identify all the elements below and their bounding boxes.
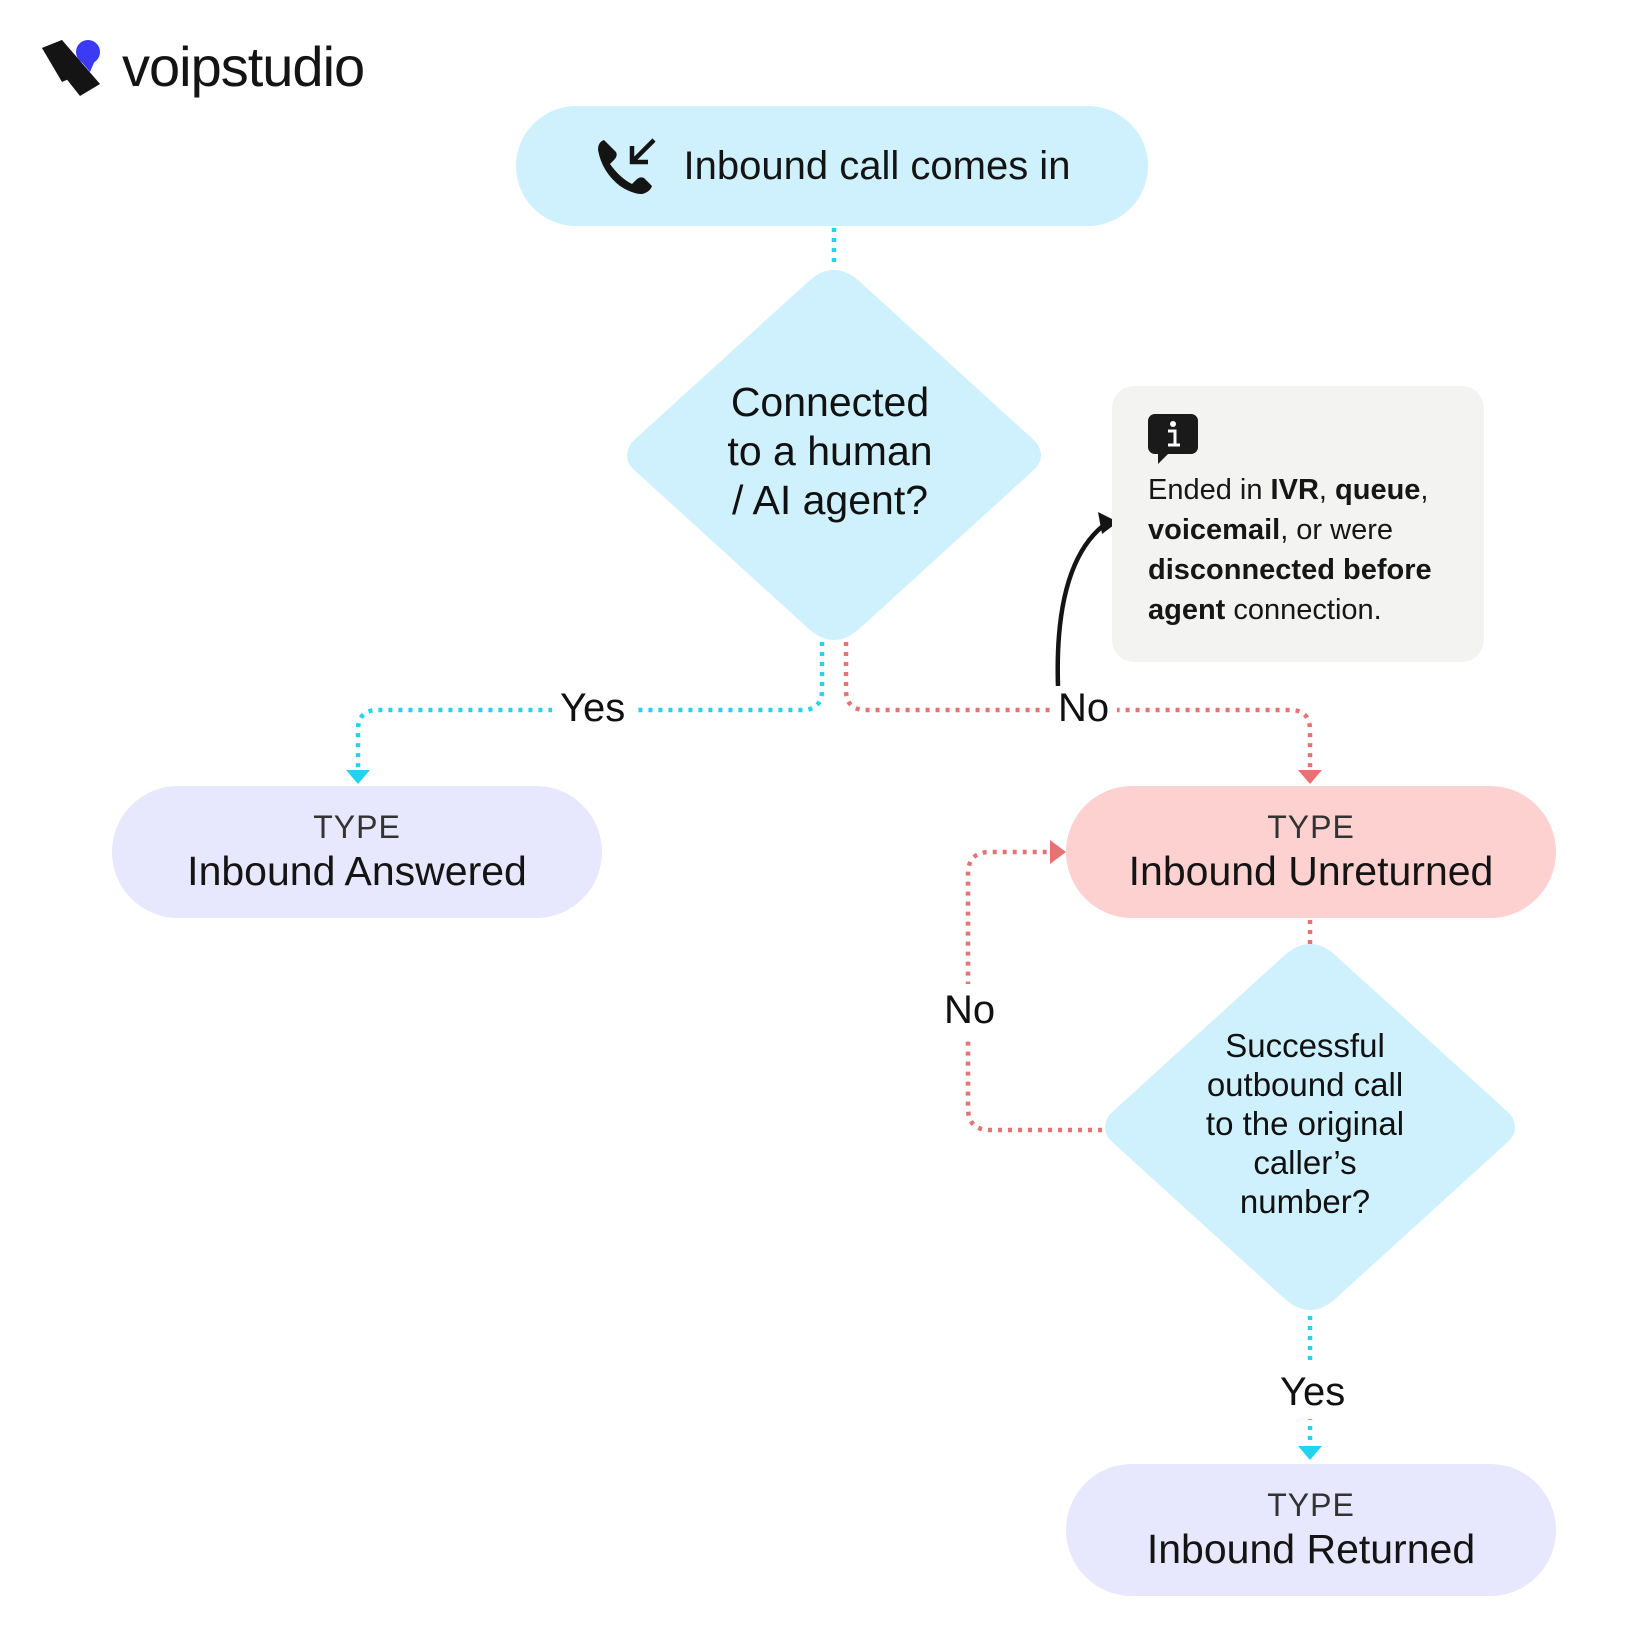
edge-label-no-loop: No [938,984,1002,1037]
type-label: TYPE [1267,1487,1355,1523]
decision-line: number? [1239,1183,1371,1220]
arrowhead-answered [346,770,370,784]
note-pointer-arrowhead [1098,512,1118,534]
note-bold: IVR [1270,474,1319,506]
type-node-unreturned: TYPE Inbound Unreturned [1066,786,1556,918]
note-text: Ended in [1148,474,1271,506]
note-bold: queue [1335,474,1421,506]
edge-label-yes-returned: Yes [1274,1366,1352,1419]
info-note: Ended in IVR, queue, voicemail, or were … [1112,386,1484,662]
start-node: Inbound call comes in [516,106,1148,226]
voipstudio-logo-icon [42,40,100,96]
incoming-call-icon [597,138,656,194]
type-title: Inbound Unreturned [1128,848,1494,894]
start-node-label: Inbound call comes in [683,143,1071,188]
note-text: , [1318,474,1336,506]
type-label: TYPE [1267,809,1355,845]
type-label: TYPE [313,809,401,845]
info-icon [1148,414,1198,464]
type-title: Inbound Answered [187,848,527,894]
arrowhead-unreturned [1298,770,1322,784]
decision-diamond-outbound [1105,944,1515,1310]
decision-line: / AI agent? [731,477,929,523]
brand-wordmark: voipstudio [122,35,365,98]
note-text: connection. [1225,594,1382,626]
type-node-returned: TYPE Inbound Returned [1066,1464,1556,1596]
decision-connected-text: Connected to a human / AI agent? [680,378,980,525]
edge-no-loop-back [965,849,1102,1133]
decision-line: Successful [1225,1027,1385,1064]
type-title: Inbound Returned [1146,1526,1476,1572]
decision-outbound-text: Successful outbound call to the original… [1160,1026,1450,1221]
note-bold: agent [1148,594,1226,626]
type-node-answered: TYPE Inbound Answered [112,786,602,918]
decision-diamond-connected [627,270,1041,640]
edge-label-yes: Yes [552,686,634,731]
decision-line: to a human [727,428,933,474]
edge-label-no: No [1050,686,1118,731]
note-bold: disconnected before [1148,554,1432,586]
decision-line: to the original [1205,1105,1405,1142]
arrowhead-returned [1298,1446,1322,1460]
note-bold: voicemail [1148,514,1281,546]
decision-line: Connected [730,379,930,425]
info-note-text: Ended in IVR, queue, voicemail, or were … [1148,470,1468,630]
note-text: , [1420,474,1429,506]
decision-line: outbound call [1206,1066,1404,1103]
decision-line: caller’s [1253,1144,1357,1181]
note-text: , or were [1280,514,1394,546]
note-pointer-arrow [1055,520,1110,687]
arrowhead-loop [1050,840,1066,864]
